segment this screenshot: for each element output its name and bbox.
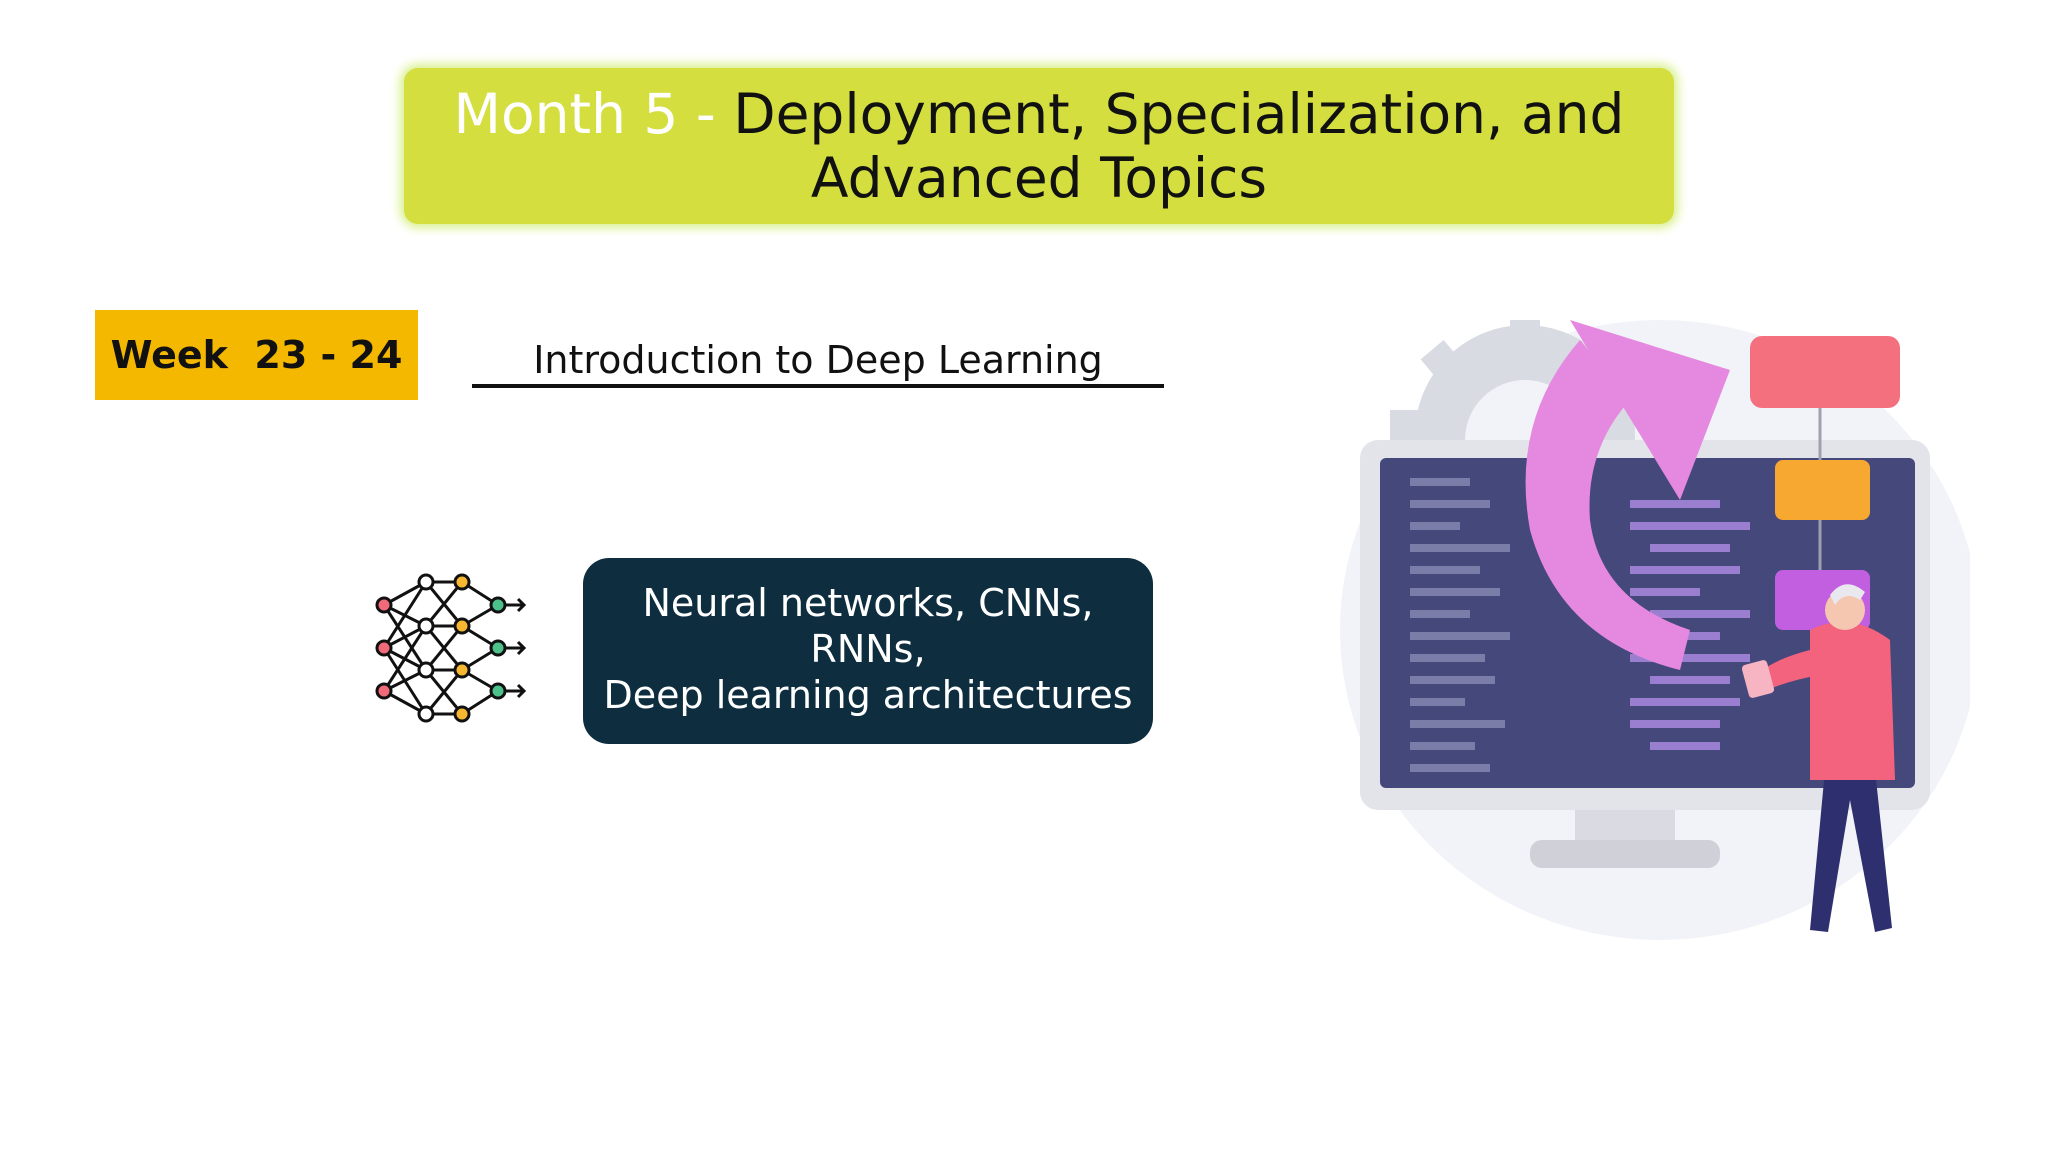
title-line-2: Advanced Topics (810, 146, 1268, 210)
title-line-1: Month 5 - Deployment, Specialization, an… (454, 82, 1625, 146)
person-icon (1741, 584, 1895, 932)
title-main: Deployment, Specialization, and (733, 82, 1625, 146)
description-line-1: Neural networks, CNNs, RNNs, (642, 581, 1094, 671)
description-box: Neural networks, CNNs, RNNs, Deep learni… (583, 558, 1153, 744)
developer-monitor-illustration (1340, 320, 1970, 940)
description-line-2: Deep learning architectures (603, 673, 1133, 717)
neural-network-icon (375, 573, 527, 723)
curved-arrow-icon (1525, 320, 1730, 670)
topic-underline (472, 384, 1164, 388)
slide-title: Month 5 - Deployment, Specialization, an… (404, 68, 1674, 224)
title-prefix: Month 5 - (453, 82, 734, 146)
week-badge: Week 23 - 24 (95, 310, 418, 400)
topic-title: Introduction to Deep Learning (533, 338, 1103, 382)
